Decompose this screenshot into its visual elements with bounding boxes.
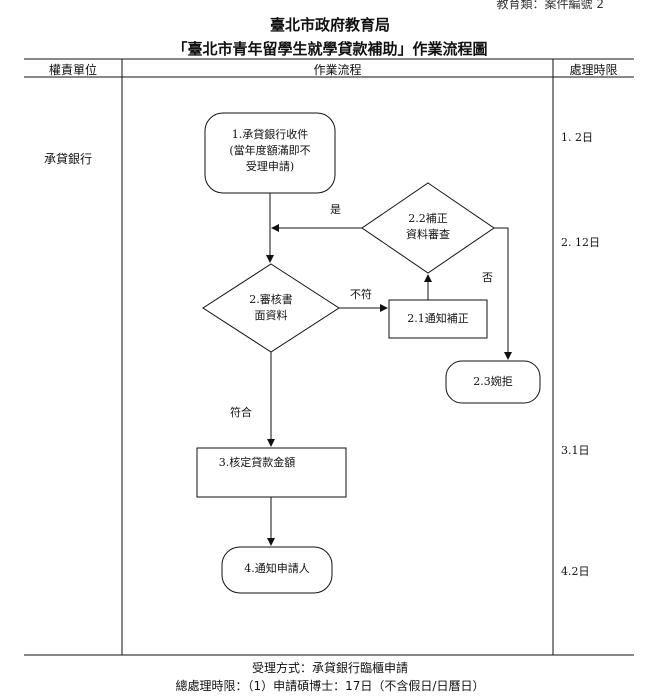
header-responsible-unit: 權責單位	[48, 63, 97, 77]
header-time-limit: 處理時限	[569, 63, 618, 77]
node-2-1-notify-box	[388, 299, 488, 339]
time-step-1: 1. 2日	[561, 131, 593, 144]
node-1-label: 1.承貸銀行收件 (當年度額滿即不 受理申請)	[229, 128, 311, 173]
header-workflow: 作業流程	[313, 63, 362, 77]
table-frame	[24, 58, 634, 656]
node-2-2-label: 2.2補正 資料審查	[406, 212, 450, 241]
footer-acceptance-method: 受理方式：承貸銀行臨櫃申請	[251, 661, 408, 675]
unit-lending-bank: 承貸銀行	[44, 152, 93, 166]
page-title: 臺北市政府教育局	[269, 16, 390, 34]
time-step-2: 2. 12日	[561, 236, 600, 249]
edge-label-no: 否	[482, 271, 493, 284]
document-code: 教育類：案件編號 2	[496, 0, 604, 11]
node-3-approve-box	[196, 447, 347, 498]
node-2-3-label: 2.3婉拒	[473, 375, 513, 388]
node-2-3-reject	[445, 360, 541, 404]
node-4-notify-applicant	[221, 546, 333, 594]
node-3-label: 3.核定貸款金額	[218, 456, 296, 469]
time-step-4: 4.2日	[561, 565, 590, 578]
node-4-label: 4.通知申請人	[244, 562, 310, 575]
node-2-1-label: 2.1通知補正	[407, 312, 469, 325]
node-2-2-recheck-diamond	[361, 182, 495, 274]
footer-total-time: 總處理時限：（1）申請碩博士：17日（不含假日/日曆日）	[175, 679, 485, 693]
edge-label-match: 符合	[230, 406, 252, 419]
time-step-3: 3.1日	[561, 444, 590, 457]
edge-label-yes: 是	[330, 203, 341, 216]
node-2-label: 2.審核書 面資料	[249, 293, 293, 322]
edge-label-mismatch: 不符	[350, 288, 372, 301]
page-subtitle: 「臺北市青年留學生就學貸款補助」作業流程圖	[172, 40, 488, 58]
flow-connectors	[266, 193, 512, 546]
